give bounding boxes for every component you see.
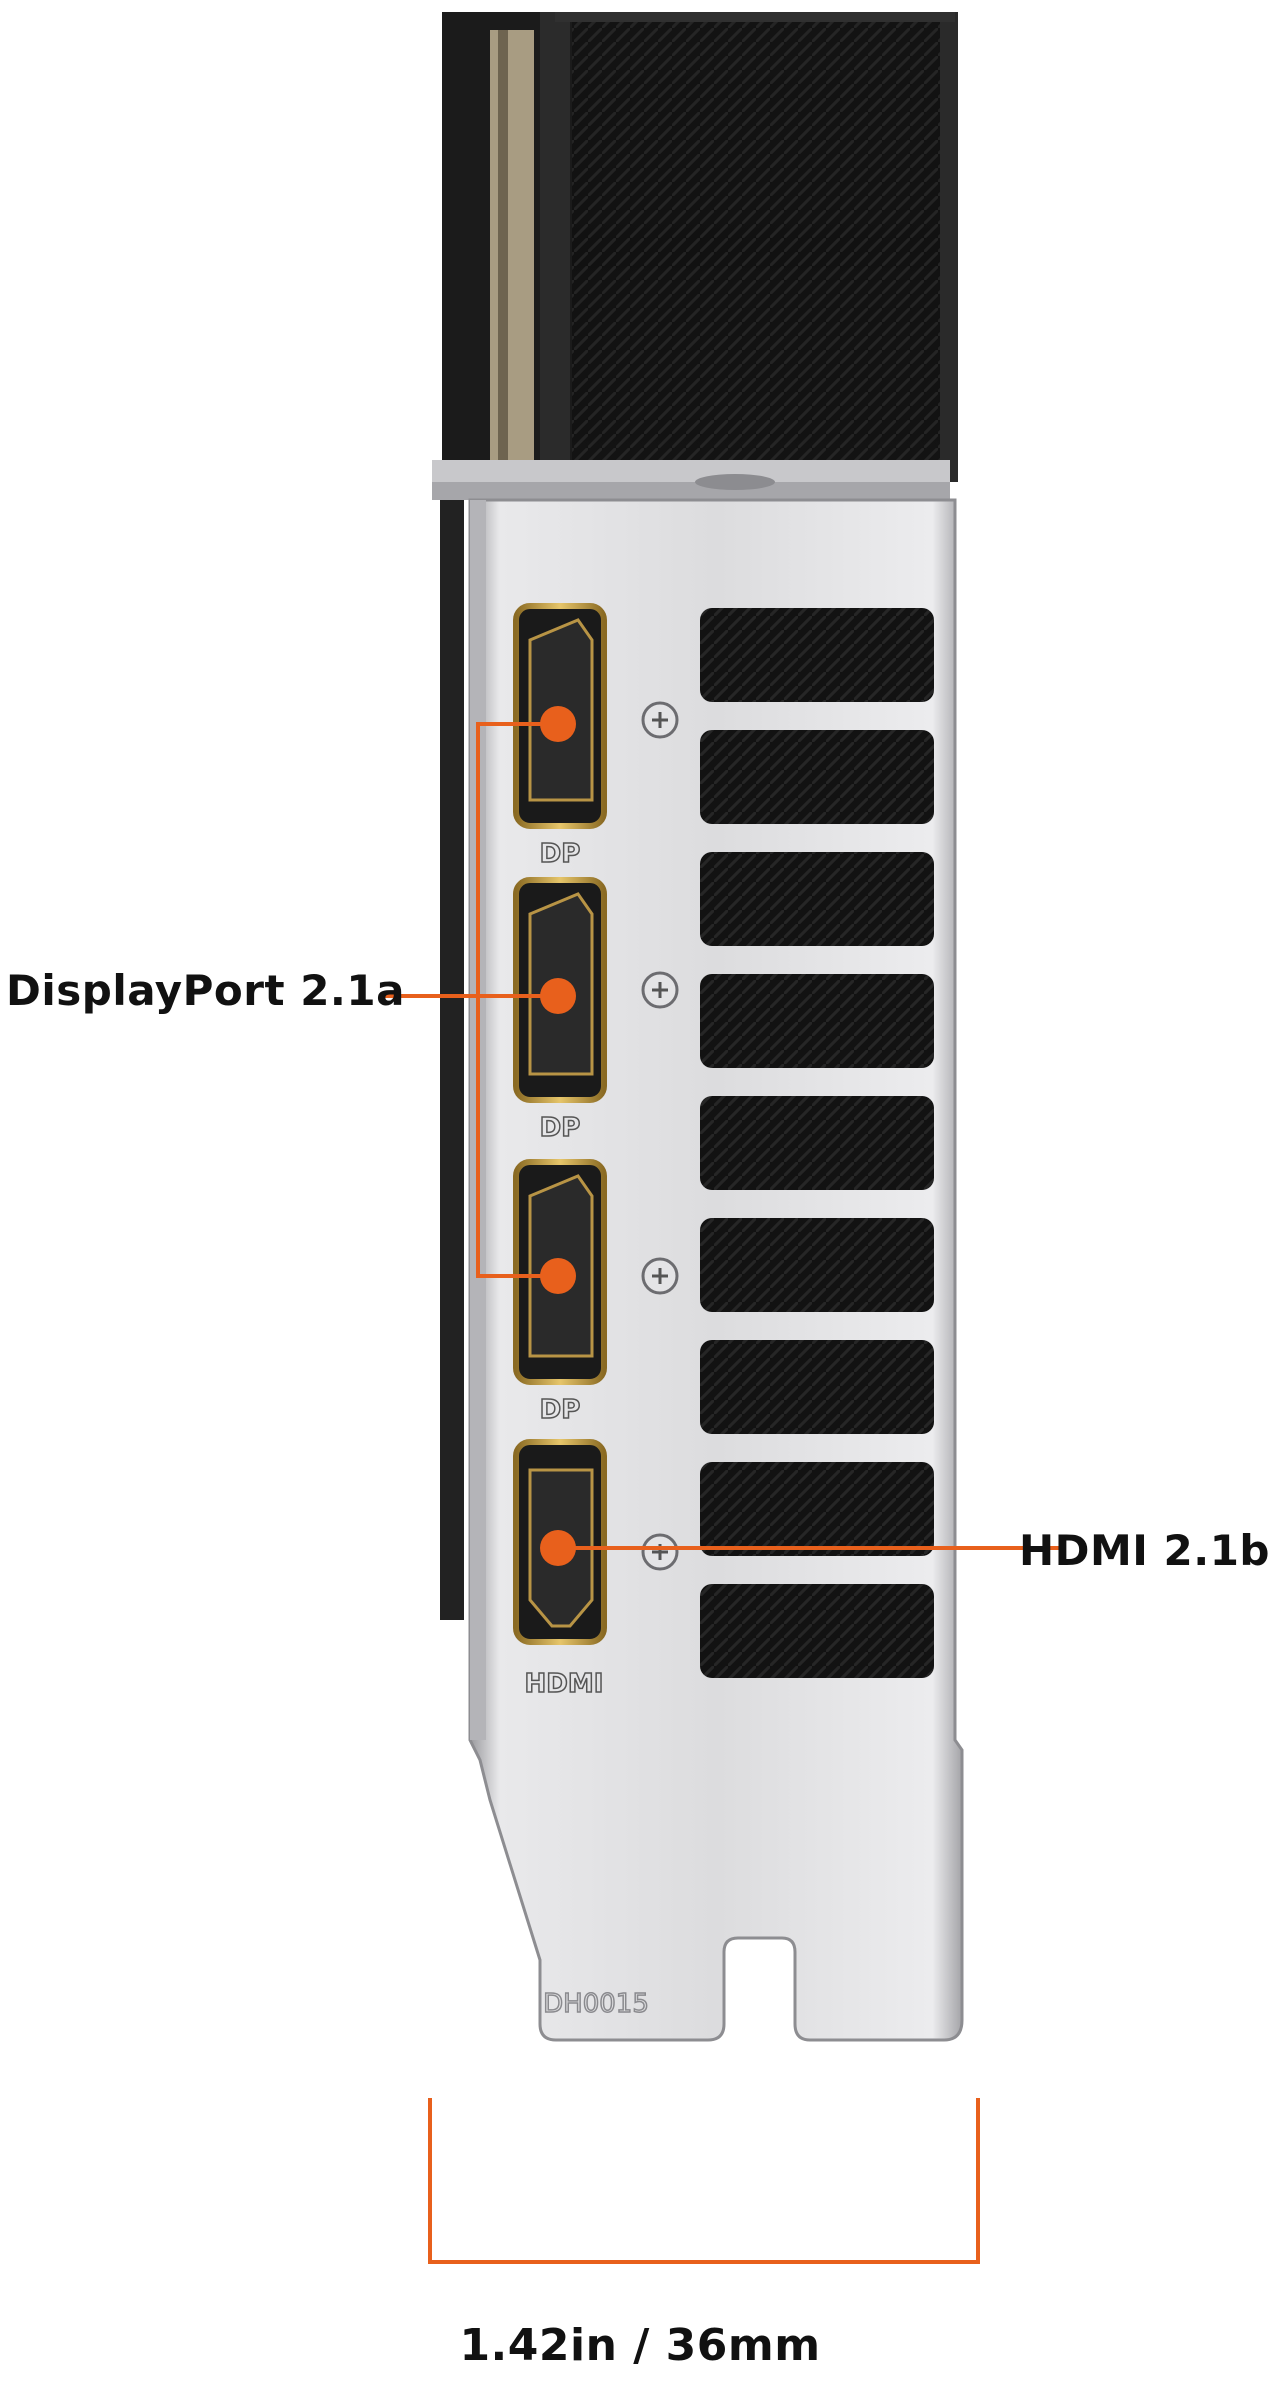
screw-icon [641, 701, 679, 739]
port-label-hdmi: HDMI [525, 1669, 604, 1699]
displayport-callout-bracket [382, 722, 558, 1278]
shroud-edge [440, 460, 464, 1620]
displayport-callout-label: DisplayPort 2.1a [6, 966, 405, 1015]
screw-icon [641, 1533, 679, 1571]
vent-slots [700, 608, 934, 1678]
heatsink [442, 12, 958, 482]
width-dimension-label: 1.42in / 36mm [459, 2320, 821, 2371]
bracket-stamp: DH0015 [543, 1989, 649, 2019]
hdmi-callout-label: HDMI 2.1b [1018, 1526, 1270, 1575]
screw-icon [641, 971, 679, 1009]
screw-icon [641, 1257, 679, 1295]
bracket-flange [432, 460, 950, 500]
port-label-dp2: DP [540, 1113, 581, 1143]
orange-dot-marker [540, 1530, 576, 1566]
orange-dot-marker [540, 706, 576, 742]
orange-dot-marker [540, 1258, 576, 1294]
orange-dot-marker [540, 978, 576, 1014]
port-label-dp3: DP [540, 1395, 581, 1425]
width-dimension-bracket [428, 2098, 980, 2264]
port-label-dp1: DP [540, 839, 581, 869]
